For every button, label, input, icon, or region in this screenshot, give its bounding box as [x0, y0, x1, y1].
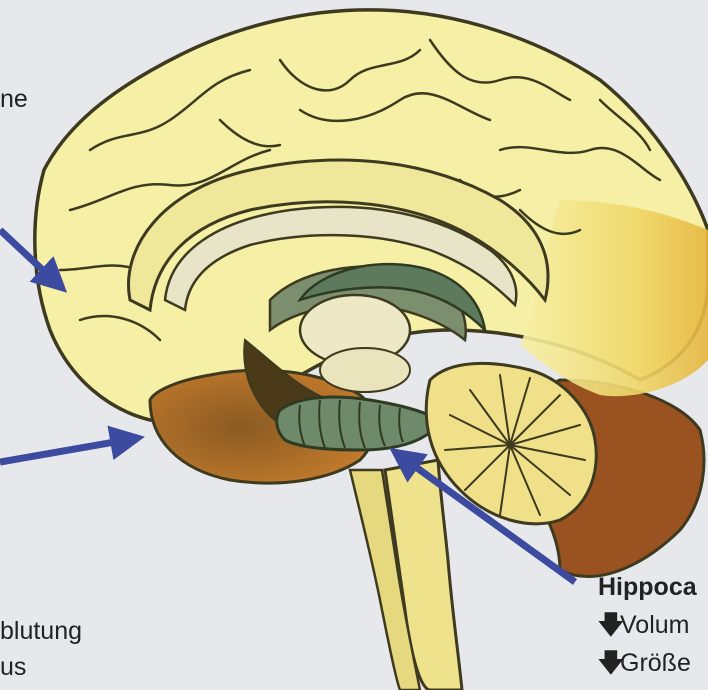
thalamus-inner — [320, 348, 410, 392]
hippocampus-item-1-text: Volum — [620, 611, 689, 639]
label-bottom-left-line2: us — [0, 652, 26, 682]
label-bottom-left-line1: blutung — [0, 616, 82, 646]
hippocampus-label: Hippoca — [598, 572, 697, 602]
label-top-left-text: ne — [0, 85, 28, 113]
hippocampus-structure — [277, 397, 440, 450]
down-arrow-icon: 🡇 — [598, 648, 620, 678]
arrow-pointer-icon — [0, 438, 138, 462]
label-bottom-left-line2-text: us — [0, 653, 26, 681]
label-bottom-left-line1-text: blutung — [0, 617, 82, 645]
hippocampus-title: Hippoca — [598, 573, 697, 601]
hippocampus-item-2-text: Größe — [620, 649, 691, 677]
hippocampus-item-1: 🡇Volum — [598, 610, 689, 640]
down-arrow-icon: 🡇 — [598, 610, 620, 640]
hippocampus-item-2: 🡇Größe — [598, 648, 691, 678]
label-top-left: ne — [0, 84, 28, 114]
